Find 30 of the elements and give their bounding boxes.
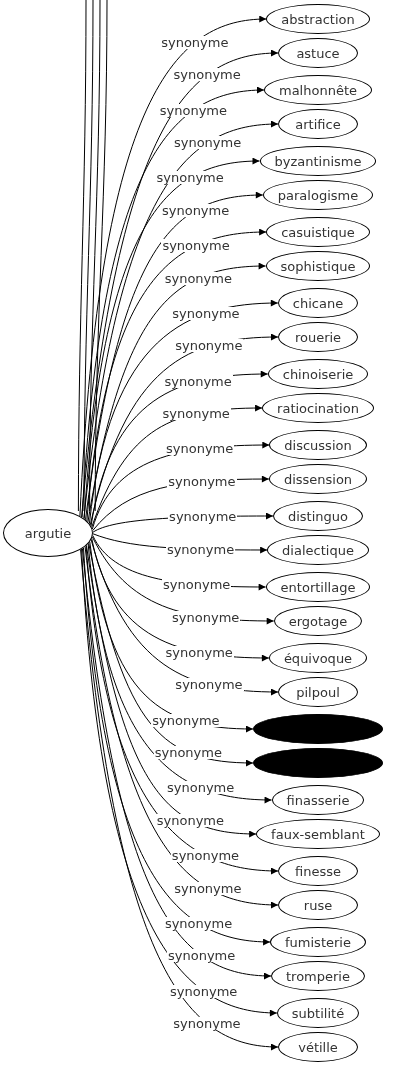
edge-label: synonyme (167, 949, 237, 963)
arrow (83, 120, 279, 519)
edge-label: synonyme (172, 68, 242, 82)
edge-label: synonyme (171, 306, 241, 320)
edge-label: synonyme (162, 578, 232, 592)
arrow (88, 542, 254, 767)
edge-label: synonyme (171, 610, 241, 624)
edge-label: synonyme (163, 271, 233, 285)
arrow (87, 543, 273, 804)
edge-label: synonyme (155, 171, 225, 185)
edge-label: synonyme (172, 136, 243, 150)
edge-label: synonyme (170, 849, 241, 863)
edge-label: synonyme (158, 103, 228, 117)
edge-label: synonyme (172, 1016, 242, 1030)
edge-label: synonyme (169, 984, 239, 998)
edge-label: synonyme (166, 781, 236, 795)
edge-label: synonyme (155, 813, 225, 827)
edge-label: synonyme (151, 713, 221, 727)
edge-label: synonyme (161, 239, 231, 253)
edge-label: synonyme (160, 36, 230, 50)
edge-label: synonyme (173, 881, 243, 895)
edge-label: synonyme (153, 746, 223, 760)
edge-label: synonyme (163, 374, 233, 388)
edge-label: synonyme (174, 339, 244, 353)
edge-label: synonyme (165, 442, 235, 456)
edge-label: synonyme (163, 916, 234, 930)
edge-label: synonyme (174, 678, 244, 692)
edge-label: synonyme (160, 203, 231, 217)
edge-label: synonyme (161, 407, 231, 421)
edge-label: synonyme (164, 645, 234, 659)
